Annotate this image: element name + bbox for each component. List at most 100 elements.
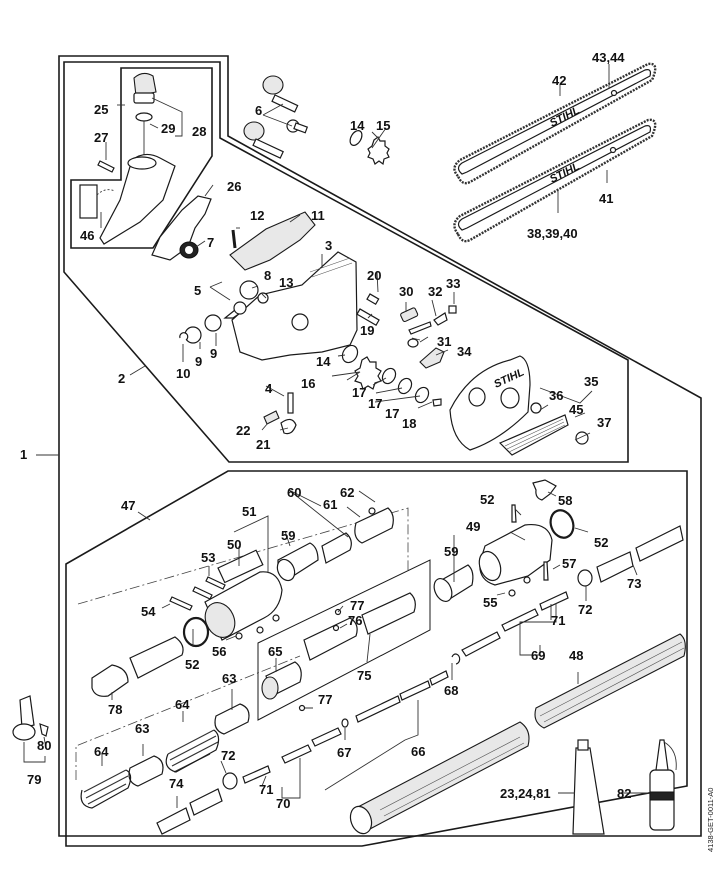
callout-50: 50 [227,537,241,552]
callout-77b: 77 [318,692,332,707]
sprocket-cover-part [449,355,531,451]
callout-52c: 52 [594,535,608,550]
nut-part-36 [530,402,542,414]
callout-72b: 72 [221,748,235,763]
oil-cap-part [133,72,157,155]
screw-part-54 [169,596,193,611]
callout-64a: 64 [175,697,190,712]
callout-32: 32 [428,284,442,299]
screw-part-53a [192,586,213,600]
callout-14b: 14 [316,354,331,369]
screw-part-57 [543,561,549,581]
sleeve-part-63b [128,755,164,787]
gasket-part [151,195,212,261]
tube-part [129,636,184,679]
sleeve-part-63a [214,703,250,735]
callout-62: 62 [340,485,354,500]
drive-shaft-part-70 [281,744,312,764]
tensioner-slide-part [400,307,419,323]
frame-assembly-1 [58,55,702,837]
nut-part-33 [448,305,457,314]
frame-assembly-75 [257,559,431,721]
tube-part-75b [361,592,416,635]
callout-59b: 59 [444,544,458,559]
callout-53: 53 [201,550,215,565]
screw-part-27 [97,160,115,173]
callout-31: 31 [437,334,451,349]
callout-21: 21 [256,437,270,452]
o-ring-part-67 [341,718,349,728]
callout-17c: 17 [385,406,399,421]
sleeve-part-60 [321,532,352,564]
callout-16: 16 [301,376,315,391]
callout-22: 22 [236,423,250,438]
shaft-tube-part-48 [349,633,686,835]
nut-part-56c [272,614,280,622]
callout-36: 36 [549,388,563,403]
dashed-box-63-64 [75,655,301,780]
callout-75: 75 [357,668,371,683]
screw-part-12 [231,229,237,249]
guide-bar-chain-41: STIHL [453,118,657,243]
dashed-box-51-61 [77,507,409,605]
washer-part-17b [397,377,413,395]
callout-46: 46 [80,228,94,243]
callout-61: 61 [323,497,337,512]
document-id: 4138-GET-0011-A0 [706,788,715,852]
callout-52b: 52 [480,492,494,507]
pin-part-20 [366,293,380,306]
callout-18: 18 [402,416,416,431]
callout-3: 3 [325,238,332,253]
nut-part-21 [280,418,297,435]
callout-74: 74 [169,776,184,791]
drive-shaft-part-69b [461,631,501,657]
leader-lines [23,64,648,808]
callout-34: 34 [457,344,472,359]
o-ring-part-52c [549,509,575,539]
splined-tube-part-73b [635,525,684,562]
spring-part-22 [263,410,280,425]
callout-70: 70 [276,796,290,811]
drive-shaft-part-70b [311,727,342,747]
callout-47: 47 [121,498,135,513]
callout-35: 35 [584,374,598,389]
callout-2: 2 [118,371,125,386]
callout-11: 11 [311,208,325,223]
o-ring-part-52a [182,616,210,648]
screw-part-80 [39,723,49,737]
frame-assembly-47 [65,470,688,847]
callout-13: 13 [279,275,293,290]
callout-59a: 59 [281,528,295,543]
callout-82: 82 [617,786,631,801]
bearing-part-9b [204,314,222,332]
callout-67: 67 [337,745,351,760]
callout-57: 57 [562,556,576,571]
callout-12: 12 [250,208,264,223]
svg-text:STIHL: STIHL [548,104,582,129]
callout-68: 68 [444,683,458,698]
callout-58: 58 [558,493,572,508]
nut-part-55b [523,576,531,584]
end-cap-part-78 [91,664,129,697]
callout-69: 69 [531,648,545,663]
bevel-gear-part [243,75,309,159]
sprocket-part-15 [367,136,390,166]
parts: STIHL STIHL STIHL [12,62,686,835]
seal-part-13 [257,292,269,304]
callout-33: 33 [446,276,460,291]
callout-7: 7 [207,235,214,250]
gear-housing-part [231,251,358,361]
oil-bottle-part [649,739,677,831]
callout-78: 78 [108,702,122,717]
bolt-part-31 [408,321,432,335]
washer-part-14 [341,344,359,364]
callout-71a: 71 [551,613,565,628]
callout-77a: 77 [350,598,364,613]
callout-9a: 9 [195,354,202,369]
callout-51: 51 [242,504,256,519]
callout-42: 42 [552,73,566,88]
spring-part-64a [165,729,220,773]
callout-29: 29 [161,121,175,136]
splined-tube-part-74b [189,788,223,816]
label-sticker-part [79,184,98,219]
